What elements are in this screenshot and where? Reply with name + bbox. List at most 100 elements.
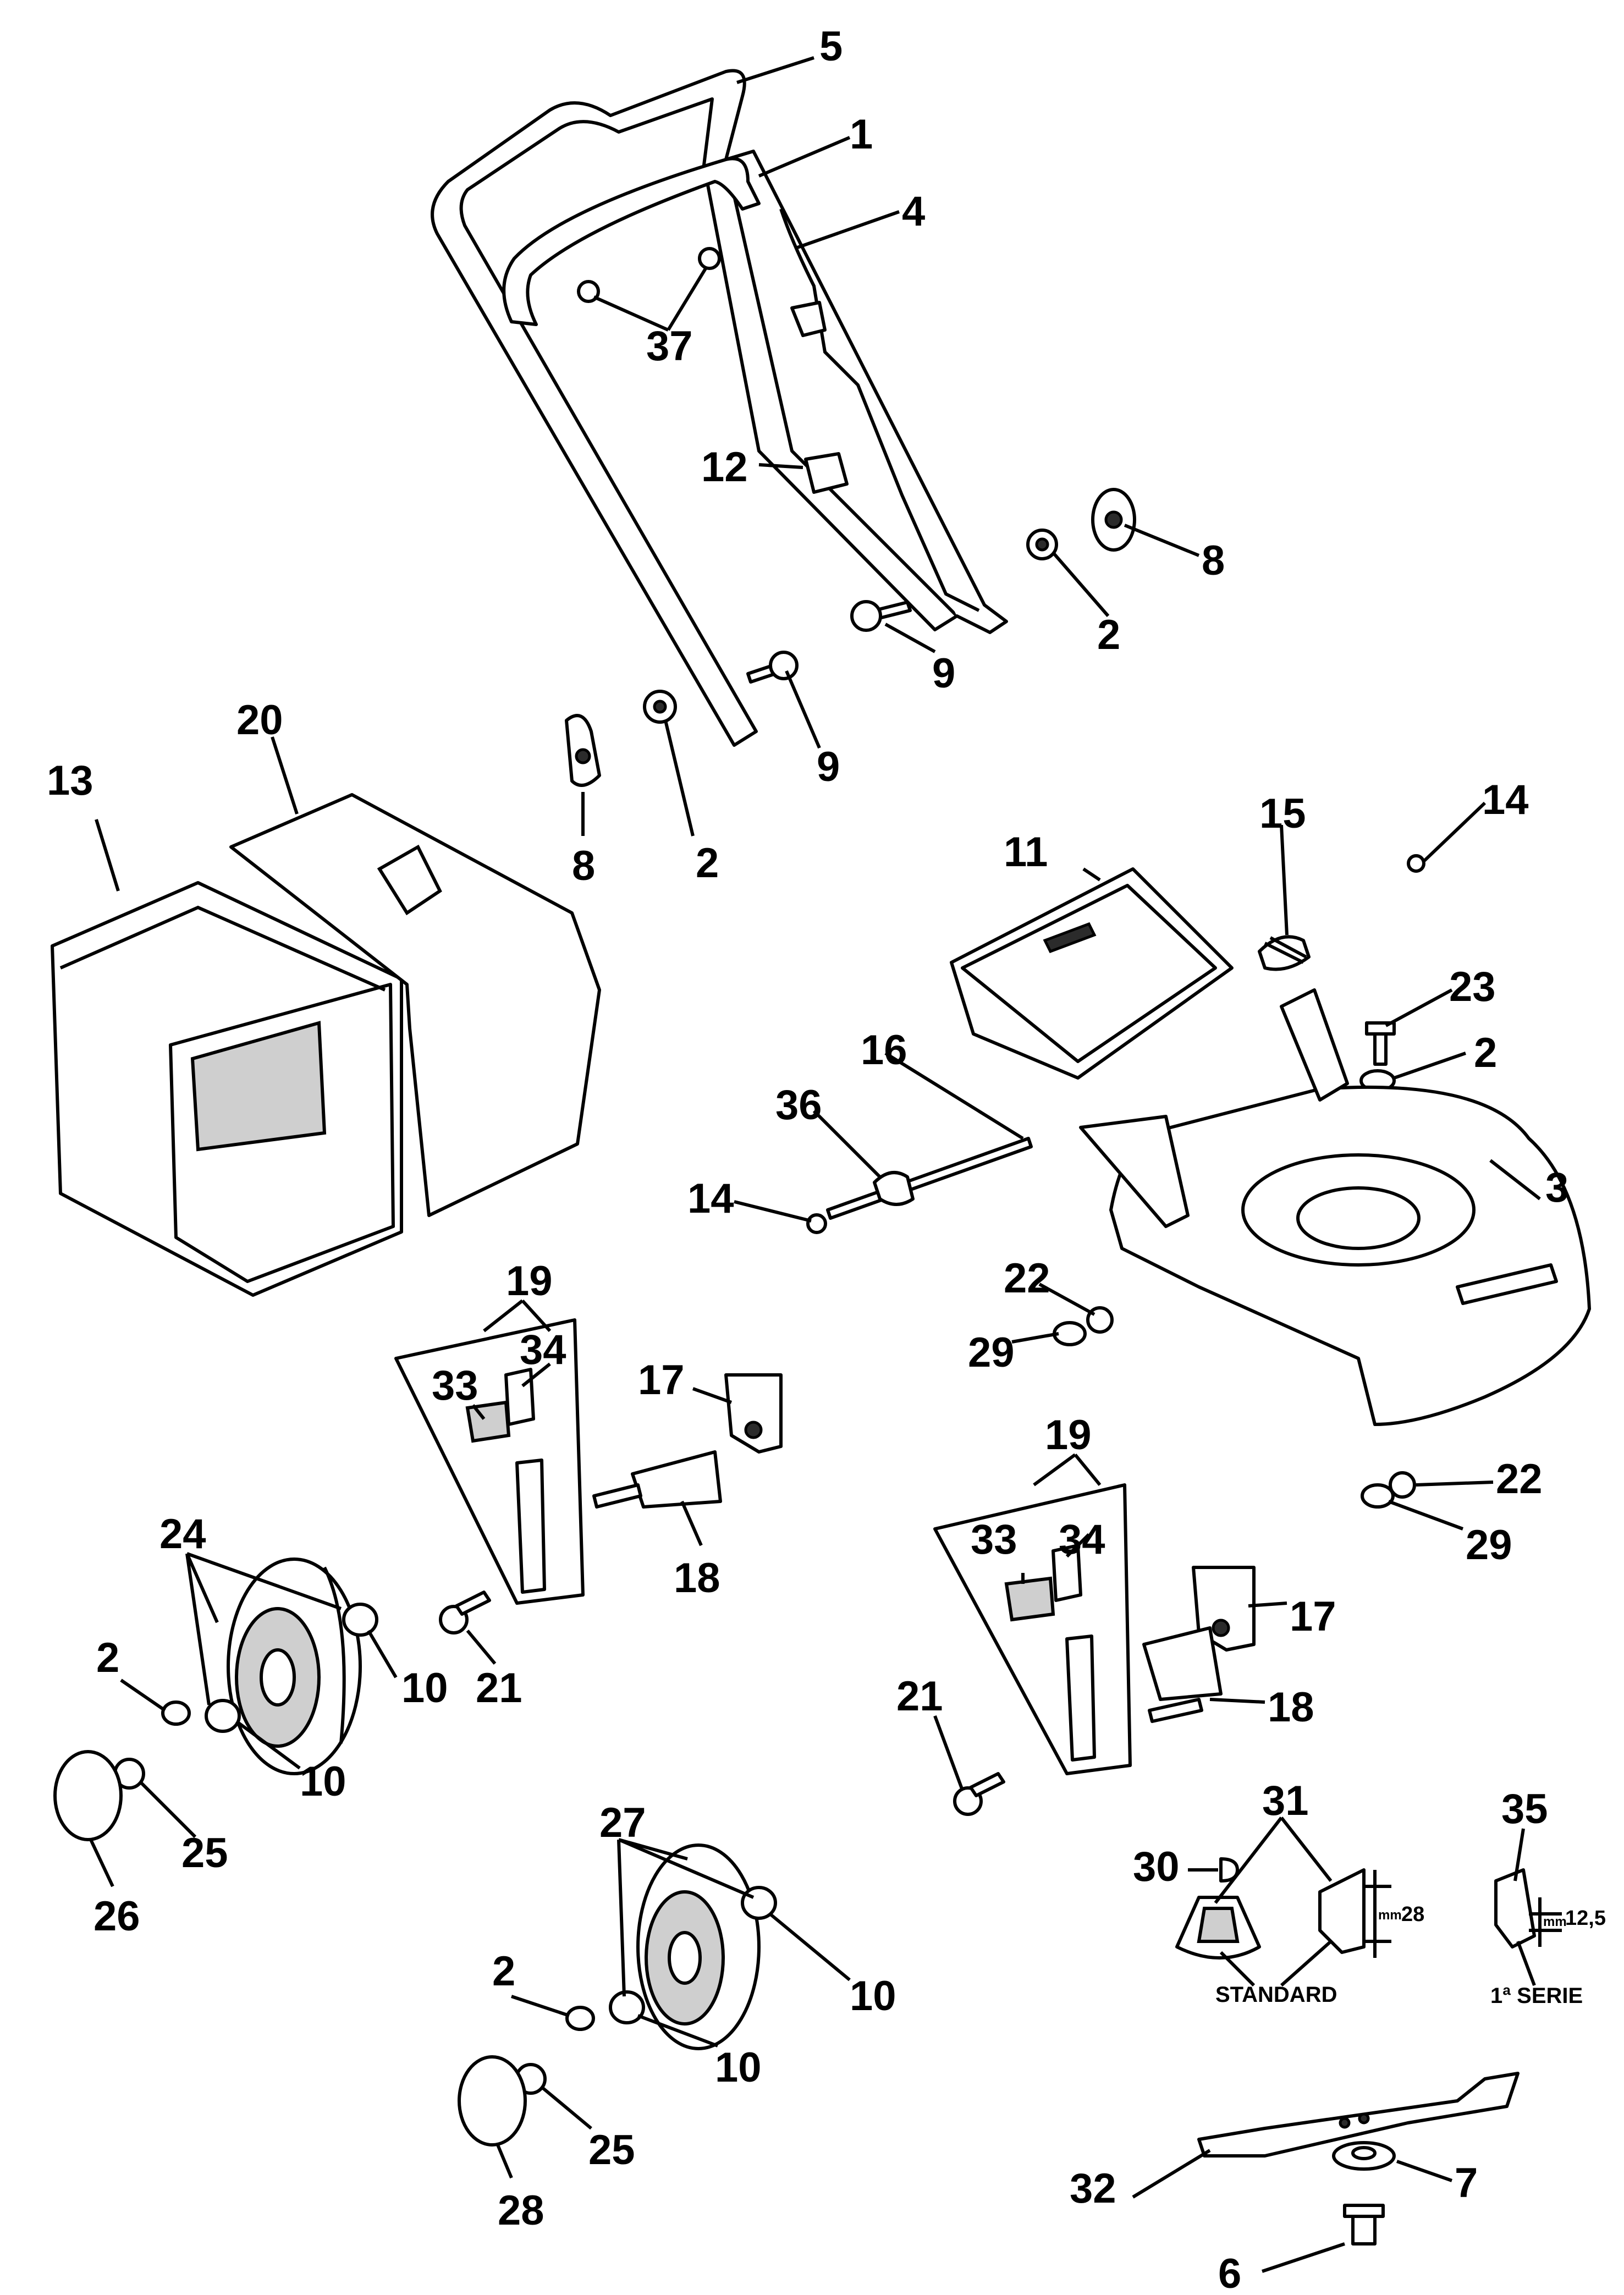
cable-clip-part-12 — [804, 452, 849, 494]
hubcap-part-28 — [458, 2055, 527, 2147]
callout-13: 13 — [47, 757, 93, 804]
washer-part-29-upper — [1053, 1321, 1087, 1346]
bolt-part-23 — [1365, 1021, 1396, 1066]
dim-first-series-unit: mm — [1543, 1914, 1567, 1929]
callout-2-front-wheel: 2 — [96, 1634, 119, 1681]
callout-14-rod: 14 — [687, 1175, 734, 1222]
handle-upper-part-5 — [431, 69, 1008, 747]
callout-9-upper: 9 — [932, 650, 955, 697]
latch-part-34-right — [1052, 1544, 1082, 1602]
callout-22-lower: 22 — [1496, 1456, 1543, 1503]
blade-adapter-part-31 — [1175, 1896, 1261, 1960]
washer-part-37-a — [577, 280, 600, 303]
axle-bracket-part-18-right — [1142, 1626, 1223, 1723]
latch-part-34-left — [504, 1368, 535, 1426]
callout-31: 31 — [1262, 1777, 1309, 1824]
first-series-label: 1ª SERIE — [1490, 1984, 1583, 2008]
callout-19-right: 19 — [1045, 1412, 1092, 1459]
bag-frame-part-20 — [229, 793, 601, 1217]
callout-33-left: 33 — [432, 1362, 478, 1409]
washer-part-7 — [1332, 2141, 1396, 2171]
washer-part-2-front-wheel — [161, 1700, 191, 1726]
callout-27: 27 — [599, 1799, 646, 1846]
blade-part-32 — [1197, 2072, 1520, 2158]
callout-16: 16 — [861, 1027, 907, 1074]
wheel-part-24 — [227, 1557, 362, 1775]
callout-34-right: 34 — [1059, 1516, 1105, 1563]
callout-21-left: 21 — [476, 1665, 522, 1711]
spring-part-15 — [1258, 935, 1311, 971]
washer-part-37-b — [698, 247, 721, 270]
deck-housing-part-3 — [1079, 988, 1591, 1426]
callout-36: 36 — [775, 1082, 822, 1129]
callout-17-right: 17 — [1290, 1593, 1336, 1640]
callout-7: 7 — [1455, 2160, 1478, 2206]
dim-first-series: mm 12,5 — [1529, 1897, 1606, 1947]
bolt-part-6 — [1343, 2204, 1385, 2246]
lever-part-right — [1065, 1634, 1096, 1762]
grass-bag-part-13 — [51, 881, 403, 1297]
callout-23: 23 — [1449, 964, 1496, 1010]
callout-10-front-inner: 10 — [401, 1665, 448, 1711]
callout-25-rear: 25 — [588, 2127, 635, 2173]
blade-adapter-side-first-series — [1494, 1868, 1536, 1949]
lever-part-left — [515, 1459, 546, 1594]
leader-lines — [89, 56, 1541, 2273]
wing-knob-part-8-right — [1091, 488, 1136, 552]
callout-35: 35 — [1501, 1786, 1548, 1832]
wing-knob-part-8-left — [565, 714, 601, 787]
dim-first-series-value: 12,5 — [1565, 1907, 1606, 1930]
callout-3: 3 — [1545, 1164, 1568, 1211]
callout-10-rear-inner: 10 — [850, 1973, 896, 2019]
standard-label: STANDARD — [1215, 1983, 1337, 2007]
dim-standard-value: 28 — [1401, 1903, 1424, 1926]
nut-part-14-rod — [806, 1213, 827, 1234]
washer-part-29-lower — [1361, 1483, 1395, 1509]
callout-21-right: 21 — [896, 1673, 943, 1720]
callout-32: 32 — [1070, 2165, 1116, 2212]
wheel-bracket-part-17-left — [724, 1373, 783, 1454]
callout-24: 24 — [159, 1511, 206, 1557]
nut-part-22-lower — [1389, 1471, 1416, 1499]
handle-crossbar-part-1 — [502, 157, 761, 326]
callout-14-deck: 14 — [1482, 777, 1529, 823]
control-cable-part-4 — [779, 208, 980, 612]
hinge-rod-part-16 — [826, 1137, 1033, 1220]
callout-2-rear-wheel: 2 — [492, 1948, 515, 1995]
callout-37: 37 — [646, 323, 693, 370]
callout-15: 15 — [1259, 790, 1306, 837]
callout-5: 5 — [819, 23, 843, 70]
callout-22-upper: 22 — [1004, 1255, 1050, 1302]
spring-part-36 — [873, 1171, 915, 1206]
callout-18-left: 18 — [674, 1555, 720, 1601]
callout-30: 30 — [1133, 1843, 1180, 1890]
callout-numbers: 5 1 4 37 12 8 2 9 9 8 2 13 20 15 14 11 2… — [47, 23, 1568, 2295]
callout-2-handle-left: 2 — [696, 840, 719, 887]
callout-17-left: 17 — [638, 1357, 685, 1404]
rear-flap-part-11 — [950, 867, 1234, 1080]
callout-26: 26 — [93, 1893, 140, 1940]
key-part-30 — [1219, 1857, 1239, 1883]
bushing-part-10-front-outer — [205, 1699, 241, 1733]
callout-10-rear-outer: 10 — [715, 2044, 762, 2091]
wheel-part-27 — [636, 1843, 761, 2050]
callout-29-lower: 29 — [1466, 1522, 1512, 1568]
callout-25-front: 25 — [181, 1830, 228, 1876]
callout-2-deck: 2 — [1474, 1030, 1497, 1076]
callout-28: 28 — [498, 2187, 544, 2234]
callout-20: 20 — [236, 697, 283, 744]
washer-part-2-rear-wheel — [565, 2006, 595, 2031]
callout-19-left: 19 — [506, 1258, 553, 1305]
callout-33-right: 33 — [971, 1516, 1017, 1563]
callout-9-lower: 9 — [817, 744, 840, 790]
bushing-part-10-rear-outer — [609, 1990, 645, 2024]
dim-standard-unit: mm — [1378, 1908, 1402, 1923]
callout-18-right: 18 — [1268, 1684, 1314, 1731]
blade-adapter-side-standard — [1318, 1868, 1366, 1954]
bolt-part-9-upper — [850, 600, 912, 632]
callout-8-left: 8 — [572, 843, 595, 889]
callout-6: 6 — [1218, 2250, 1241, 2295]
dim-standard: mm 28 — [1364, 1870, 1424, 1958]
screw-part-21-right — [953, 1772, 1005, 1816]
